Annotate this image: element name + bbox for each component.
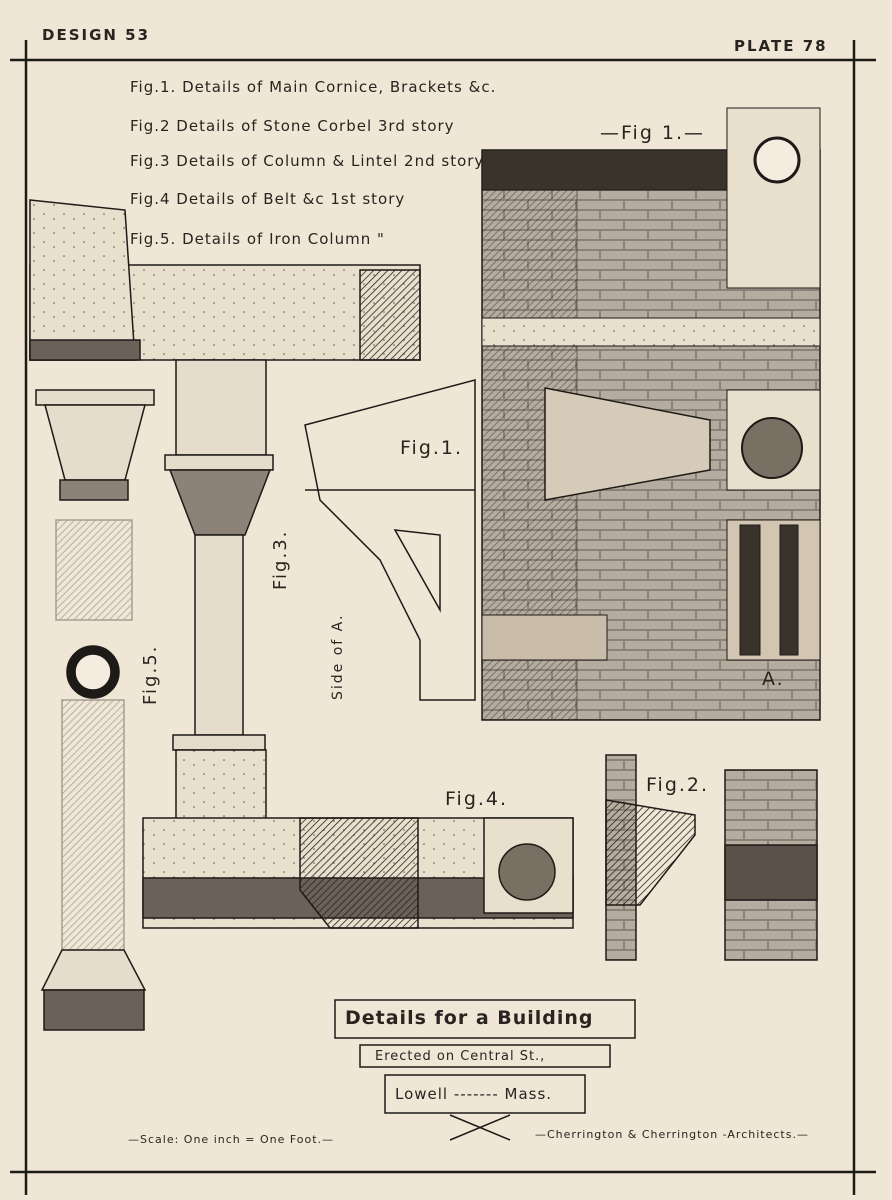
title: Details for a Building [345, 1007, 594, 1029]
design-number: DESIGN 53 [42, 26, 151, 44]
legend-fig4: Fig.4 Details of Belt &c 1st story [130, 190, 406, 208]
title-block-frame [334, 999, 636, 1141]
fig3-column [164, 359, 274, 826]
side-of-a-label: Side of A. [330, 613, 346, 700]
legend-fig1: Fig.1. Details of Main Cornice, Brackets… [130, 78, 497, 96]
legend-fig2: Fig.2 Details of Stone Corbel 3rd story [130, 117, 455, 135]
fig3-lintel [29, 199, 421, 361]
fig4-belt [142, 817, 574, 929]
fig1-label: Fig.1. [400, 437, 464, 459]
fig1-bracket-section [304, 379, 476, 701]
fig1-top-label: —Fig 1.— [600, 122, 706, 144]
fig3-label: Fig.3. [270, 529, 291, 590]
fig5-label: Fig.5. [140, 644, 161, 705]
scale-note: —Scale: One inch = One Foot.— [128, 1133, 335, 1146]
fig5-iron-column [35, 389, 155, 1031]
legend-fig5: Fig.5. Details of Iron Column " [130, 230, 385, 248]
a-label: A. [762, 668, 785, 690]
plate-number: PLATE 78 [734, 37, 828, 55]
location: Lowell ------- Mass. [395, 1085, 553, 1103]
fig1-elevation [481, 107, 821, 721]
fig2-corbel [605, 754, 818, 961]
plate-border [10, 40, 876, 1195]
legend-fig3: Fig.3 Details of Column & Lintel 2nd sto… [130, 152, 485, 170]
architects-credit: —Cherrington & Cherrington -Architects.— [535, 1128, 809, 1141]
fig4-label: Fig.4. [445, 788, 509, 810]
subtitle: Erected on Central St., [375, 1049, 546, 1064]
fig2-label: Fig.2. [646, 774, 710, 796]
